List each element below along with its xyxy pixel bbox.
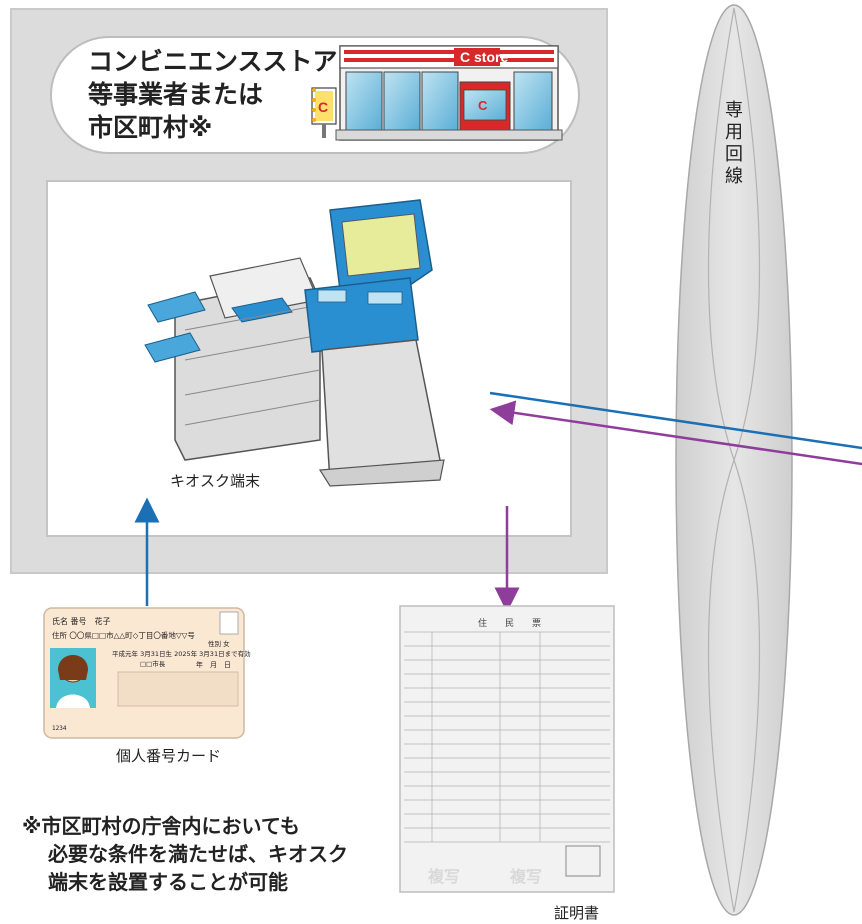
store-label-line-1: コンビニエンスストア [88, 47, 338, 76]
svg-text:複写: 複写 [427, 867, 460, 886]
store-label-line-3: 市区町村※ [88, 113, 213, 142]
svg-text:□□市長: □□市長 [140, 659, 166, 668]
svg-text:住所 〇〇県□□市△△町◇丁目〇番地▽▽号: 住所 〇〇県□□市△△町◇丁目〇番地▽▽号 [52, 630, 195, 640]
store-operator-label: コンビニエンスストア 等事業者または 市区町村※ [88, 45, 338, 144]
kiosk-terminal-label: キオスク端末 [170, 472, 261, 490]
store-door-logo: C [478, 98, 488, 113]
dedicated-line-ellipse [675, 4, 793, 916]
dedicated-line-label: 専用回線 [725, 100, 743, 187]
footnote-line-3: 端末を設置することが可能 [48, 870, 288, 894]
footnote-line-2: 必要な条件を満たせば、キオスク [48, 842, 348, 866]
footnote: ※市区町村の庁舎内においても 必要な条件を満たせば、キオスク 端末を設置すること… [22, 812, 348, 896]
store-label-line-2: 等事業者または [88, 80, 264, 109]
store-sign: C store [460, 49, 508, 65]
request-line-outgoing [489, 391, 862, 450]
certificate-label: 証明書 [554, 904, 600, 922]
response-line-incoming [489, 400, 862, 466]
svg-text:平成元年 3月31日生 2025年 3月31日まで有効: 平成元年 3月31日生 2025年 3月31日まで有効 [112, 649, 251, 658]
svg-text:1234: 1234 [52, 725, 67, 732]
svg-text:性別 女: 性別 女 [208, 639, 230, 648]
individual-number-card: 氏名 番号 花子 住所 〇〇県□□市△△町◇丁目〇番地▽▽号 性別 女 平成元年… [43, 607, 251, 739]
svg-text:C: C [318, 99, 328, 115]
footnote-line-1: ※市区町村の庁舎内においても [22, 814, 300, 838]
individual-number-card-label: 個人番号カード [116, 747, 222, 765]
svg-text:複写: 複写 [509, 867, 542, 886]
svg-text:住 民 票: 住 民 票 [478, 617, 541, 629]
kiosk-terminal-illustration [144, 199, 445, 487]
convenience-store-illustration: C store C C [311, 45, 563, 141]
svg-text:氏名 番号 花子: 氏名 番号 花子 [52, 616, 111, 626]
certificate-document: 住 民 票 複写 複写 [399, 605, 615, 893]
svg-text:年 月 日: 年 月 日 [196, 660, 231, 669]
